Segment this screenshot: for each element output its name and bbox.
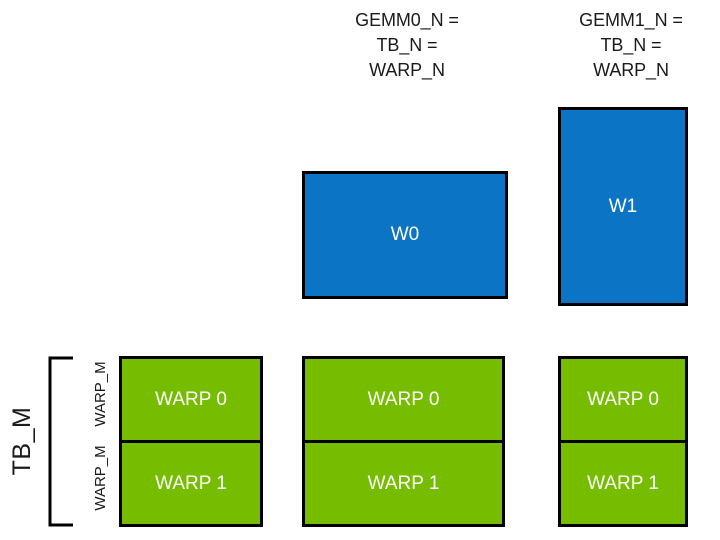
blue-tile-w1: W1 <box>558 107 688 306</box>
green-column-right: WARP 0 WARP 1 <box>558 356 688 527</box>
green-cell-warp-1-label: WARP 1 <box>155 472 227 494</box>
green-cell-warp-1-label: WARP 1 <box>587 472 659 494</box>
tb-m-brace-icon <box>48 356 73 527</box>
axis-label-tb-m: TB_M <box>8 406 36 476</box>
green-cell-warp-1: WARP 1 <box>122 440 260 524</box>
green-column-middle: WARP 0 WARP 1 <box>302 356 505 527</box>
green-column-left: WARP 0 WARP 1 <box>119 356 263 527</box>
green-cell-warp-1-label: WARP 1 <box>367 472 440 494</box>
green-cell-warp-1: WARP 1 <box>561 440 685 524</box>
blue-tile-w0-label: W0 <box>390 224 420 245</box>
green-cell-warp-0: WARP 0 <box>122 359 260 440</box>
green-cell-warp-0-label: WARP 0 <box>587 388 659 410</box>
header-gemm0-n: GEMM0_N = TB_N = WARP_N <box>355 10 459 80</box>
tb-m-brace <box>44 356 74 527</box>
green-cell-warp-0: WARP 0 <box>561 359 685 440</box>
green-cell-warp-0: WARP 0 <box>305 359 502 440</box>
green-cell-warp-0-label: WARP 0 <box>155 388 227 410</box>
blue-tile-w1-label: W1 <box>608 195 638 217</box>
green-cell-warp-1: WARP 1 <box>305 440 502 524</box>
green-cell-warp-0-label: WARP 0 <box>367 388 440 410</box>
blue-tile-w0: W0 <box>302 171 508 299</box>
axis-label-warp-m-bottom: WARP_M <box>92 445 109 511</box>
header-gemm1-n: GEMM1_N = TB_N = WARP_N <box>579 10 683 80</box>
